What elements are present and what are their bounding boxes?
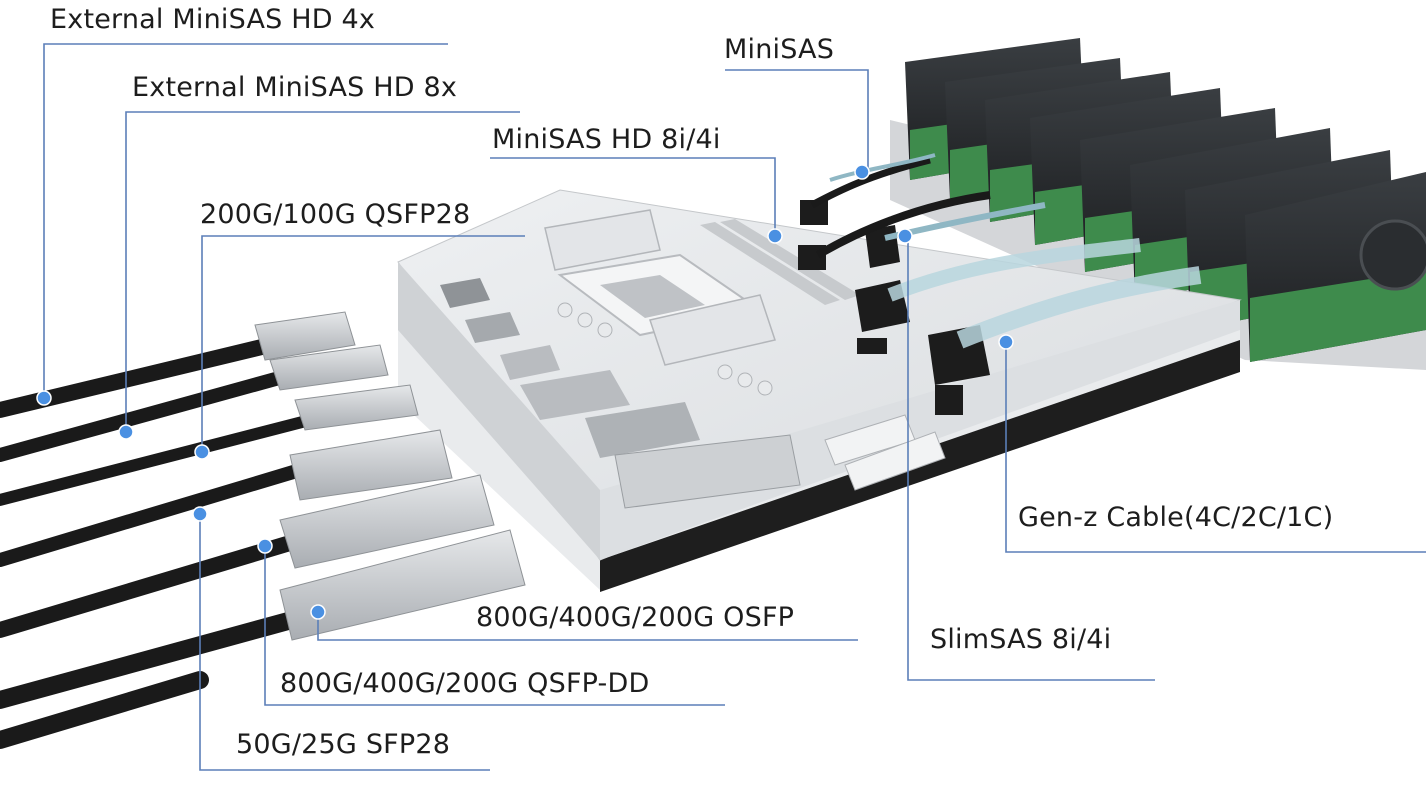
marker-dot xyxy=(897,228,913,244)
hard-drive-bay xyxy=(890,38,1426,370)
memory-slots xyxy=(700,219,860,305)
internal-cables xyxy=(810,153,1202,349)
leader-line xyxy=(1005,342,1426,553)
leader-line xyxy=(490,157,776,232)
transceivers xyxy=(254,311,526,641)
marker-dot xyxy=(257,538,273,554)
label-minisas-hd: MiniSAS HD 8i/4i xyxy=(492,124,721,155)
label-external-minisas-hd-8x: External MiniSAS HD 8x xyxy=(132,72,458,103)
power-connectors xyxy=(824,414,946,491)
marker-dot xyxy=(767,228,783,244)
port-cages xyxy=(440,278,801,509)
marker-dot xyxy=(118,424,134,440)
vrm-heatsink xyxy=(544,209,776,366)
leader-lines xyxy=(43,43,1426,771)
capacitors xyxy=(557,302,773,396)
leader-line xyxy=(264,546,725,706)
label-slimsas: SlimSAS 8i/4i xyxy=(930,624,1112,655)
label-minisas: MiniSAS xyxy=(724,34,835,65)
marker-dots xyxy=(36,164,1014,620)
label-qsfp28: 200G/100G QSFP28 xyxy=(200,199,471,230)
leader-line xyxy=(907,236,1155,681)
marker-dot xyxy=(192,506,208,522)
label-sfp28: 50G/25G SFP28 xyxy=(236,729,451,760)
label-external-minisas-hd-4x: External MiniSAS HD 4x xyxy=(50,4,376,35)
leader-line xyxy=(43,43,448,398)
marker-dot xyxy=(854,164,870,180)
leader-line xyxy=(125,111,520,432)
marker-dot xyxy=(36,390,52,406)
leader-line xyxy=(317,612,858,641)
label-genz-cable: Gen-z Cable(4C/2C/1C) xyxy=(1018,502,1334,533)
leader-line xyxy=(201,235,525,452)
leader-line xyxy=(725,69,869,170)
label-qsfp-dd: 800G/400G/200G QSFP-DD xyxy=(280,668,650,699)
label-osfp: 800G/400G/200G OSFP xyxy=(476,602,795,633)
marker-dot xyxy=(310,604,326,620)
marker-dot xyxy=(998,334,1014,350)
leader-line xyxy=(199,514,490,771)
marker-dot xyxy=(194,444,210,460)
hard-drive xyxy=(1245,172,1426,362)
